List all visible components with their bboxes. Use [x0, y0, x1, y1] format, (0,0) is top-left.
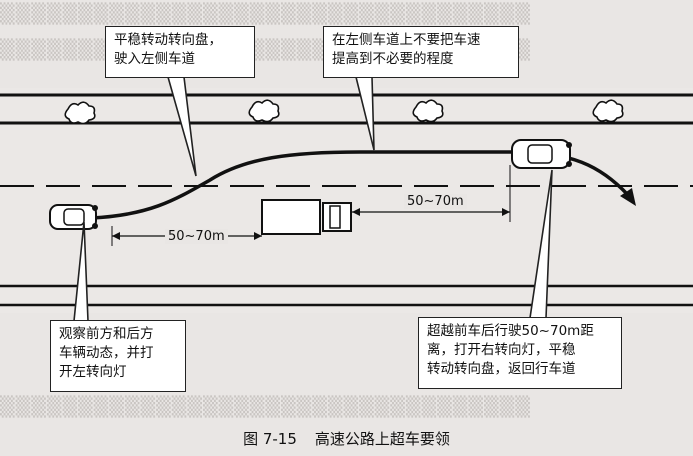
- shrub-icon: [248, 99, 280, 123]
- dimension-arrow: [352, 208, 360, 216]
- shrub-icon: [64, 101, 96, 125]
- callout-top-right: 在左侧车道上不要把车速 提高到不必要的程度: [323, 26, 519, 78]
- figure-number: 图 7-15: [243, 430, 297, 448]
- callout-top-left: 平稳转动转向盘， 驶入左侧车道: [105, 26, 255, 78]
- background-texture: ▒▒▒▒▒▒▒▒▒▒▒▒▒▒▒▒▒▒▒▒▒▒▒▒▒▒▒▒▒▒▒▒▒▒: [0, 396, 531, 418]
- callout-bottom-left: 观察前方和后方 车辆动态，并打 开左转向灯: [50, 320, 186, 392]
- car-returning-icon: [511, 139, 572, 169]
- truck-icon: [261, 199, 352, 235]
- road-surface: [0, 88, 693, 313]
- figure-caption: 图 7-15 高速公路上超车要领: [0, 428, 693, 449]
- distance-label-after: 50~70m: [404, 194, 467, 209]
- dimension-arrow: [502, 208, 510, 216]
- shrub-icon: [412, 99, 444, 123]
- background-texture: ▒▒▒▒▒▒▒▒▒▒▒▒▒▒▒▒▒▒▒▒▒▒▒▒▒▒▒▒▒▒▒▒▒▒: [0, 3, 531, 25]
- distance-label-before: 50~70m: [165, 229, 228, 244]
- car-start-icon: [49, 204, 98, 230]
- dimension-arrow: [112, 232, 120, 240]
- shrub-icon: [592, 99, 624, 123]
- path-arrowhead: [620, 188, 636, 206]
- overtaking-path: [91, 150, 630, 220]
- dimension-arrow: [254, 232, 262, 240]
- callout-bottom-right: 超越前车后行驶50~70m距 离，打开右转向灯，平稳 转动转向盘，返回行车道: [418, 317, 622, 389]
- figure-title: 高速公路上超车要领: [314, 430, 450, 448]
